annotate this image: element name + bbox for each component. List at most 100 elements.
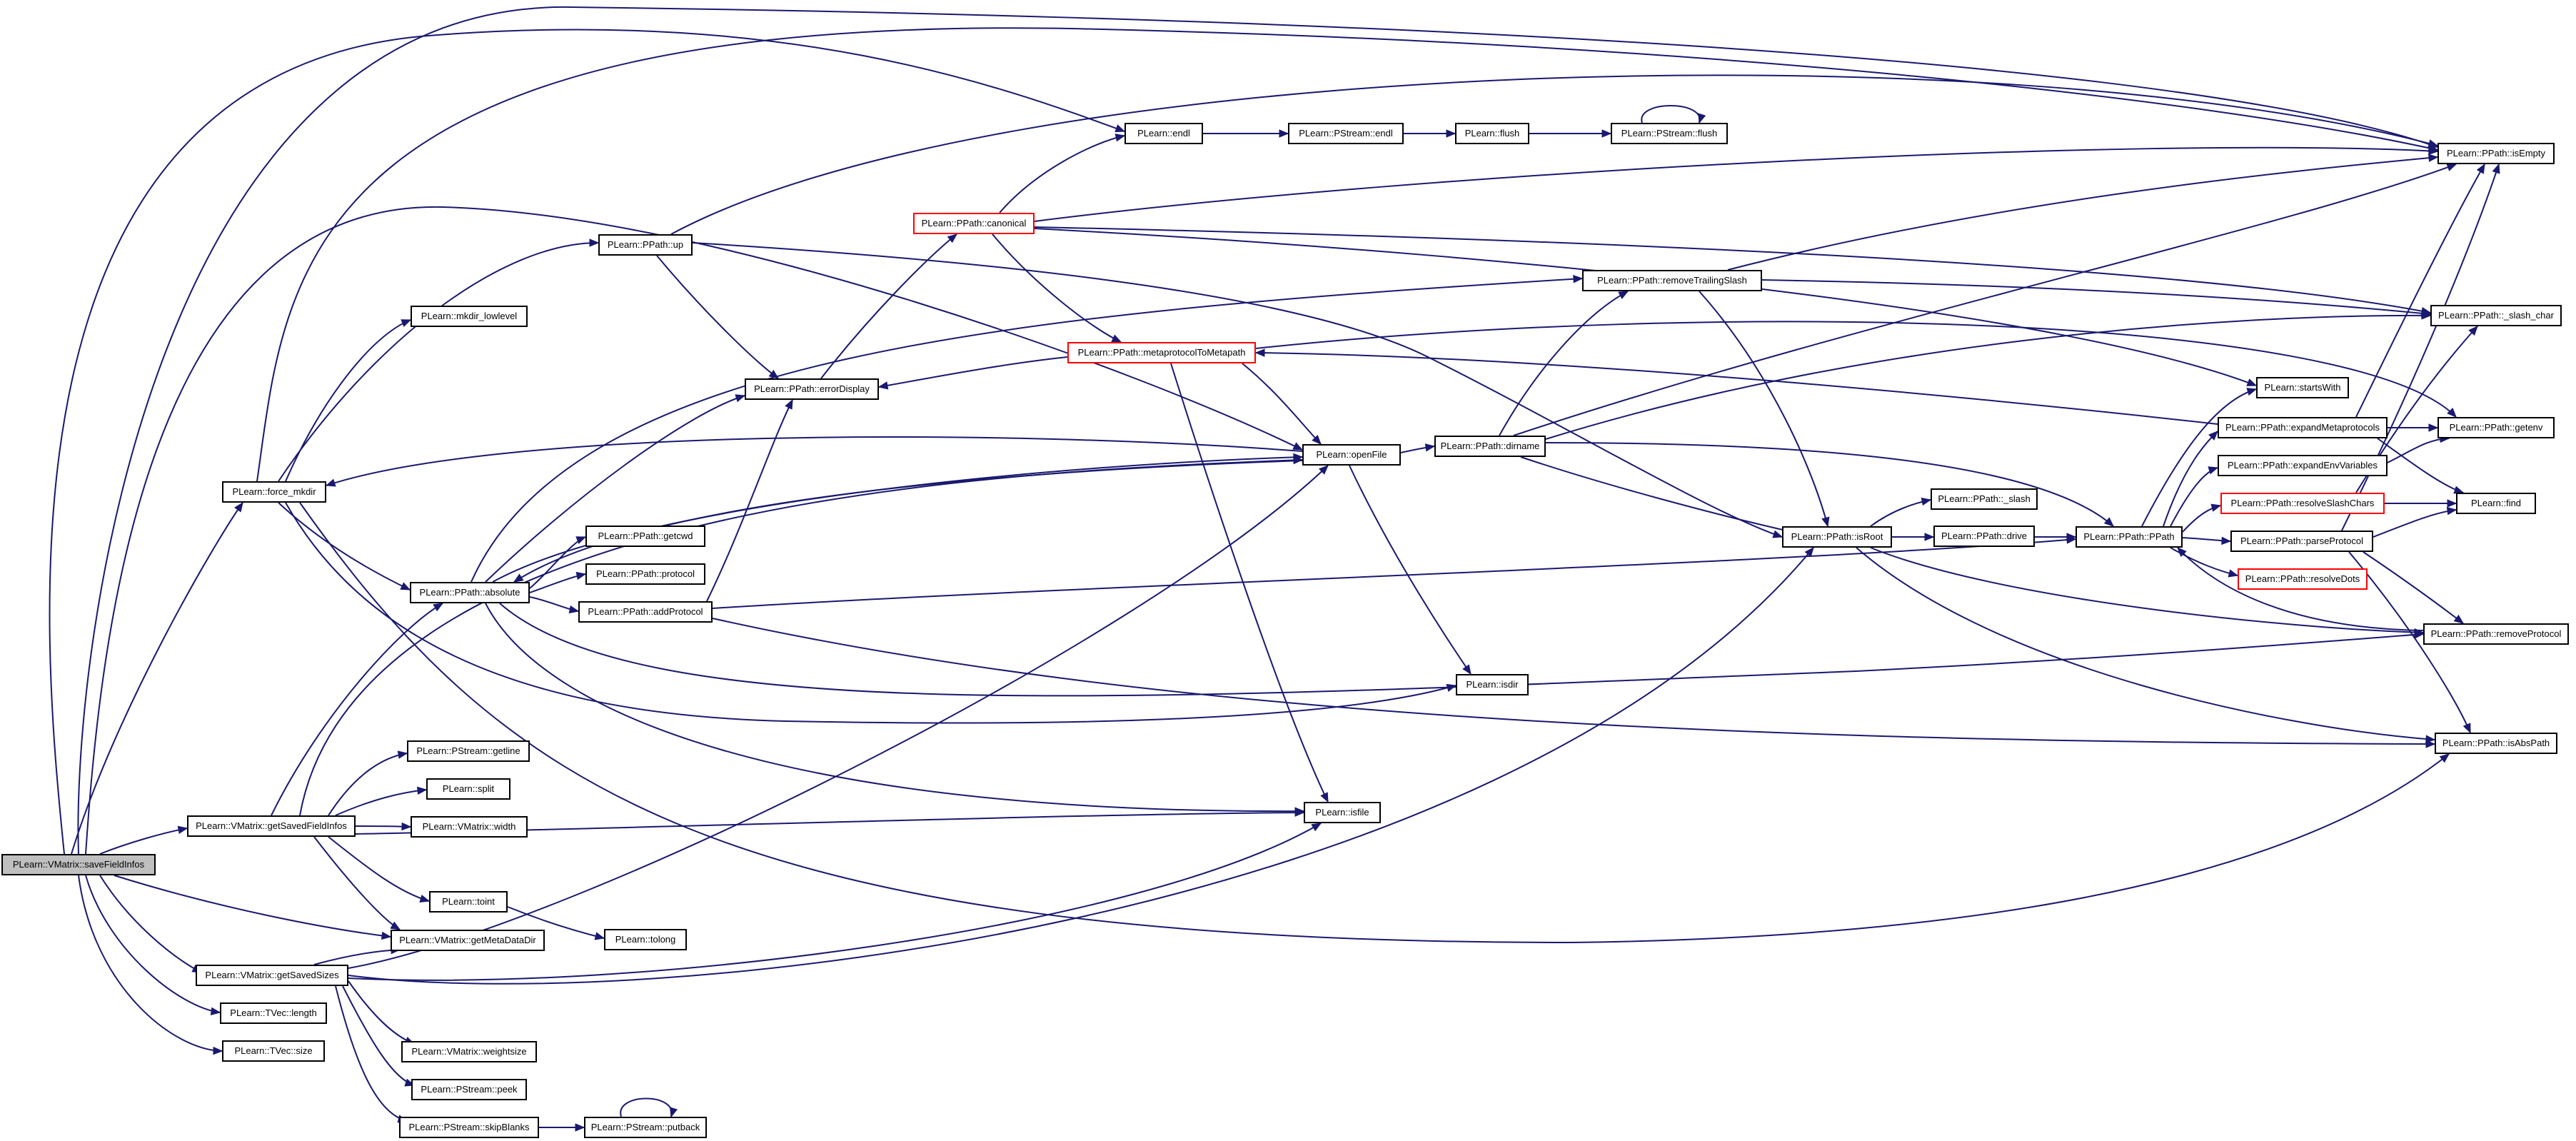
node-getmetadatadir[interactable]: PLearn::VMatrix::getMetaDataDir xyxy=(391,930,545,951)
edge-absolute-errordisplay xyxy=(485,395,745,583)
node-expandmetaprotocols[interactable]: PLearn::PPath::expandMetaprotocols xyxy=(2218,417,2388,438)
edge-errordisplay-canonical xyxy=(820,233,957,379)
node-metaprotocoltometapath[interactable]: PLearn::PPath::metaprotocolToMetapath xyxy=(1067,342,1256,363)
arrowhead-isroot-drive xyxy=(1924,533,1935,541)
arrowhead-ppath-expandmetaprotocols xyxy=(2208,431,2218,441)
edge-parseprotocol-find xyxy=(2373,509,2457,538)
edge-ppath-startswith xyxy=(2141,388,2257,527)
node-ppath-addprotocol[interactable]: PLearn::PPath::addProtocol xyxy=(578,601,713,623)
arrowhead-ppath-parseprotocol xyxy=(2221,536,2232,546)
edge-getsavedfieldinfos-split xyxy=(335,789,427,816)
arrowhead-removetrailingslash-isempty xyxy=(2428,154,2439,162)
node-ppath-protocol[interactable]: PLearn::PPath::protocol xyxy=(585,563,705,585)
node-skipblanks[interactable]: PLearn::PStream::skipBlanks xyxy=(399,1117,539,1138)
edge-getsavedsizes-getmetadatadir xyxy=(313,949,401,965)
node-pstream-endl[interactable]: PLearn::PStream::endl xyxy=(1288,123,1404,144)
node-pstream-flush[interactable]: PLearn::PStream::flush xyxy=(1611,123,1728,144)
arrowhead-ppath-up-isempty xyxy=(2427,139,2439,148)
edge-getsavedfieldinfos-openfile xyxy=(299,459,1303,816)
node-ppath-getcwd[interactable]: PLearn::PPath::getcwd xyxy=(585,526,705,547)
arrowhead-ppath-expandenvvariables xyxy=(2208,466,2219,475)
node-mkdir-lowlevel[interactable]: PLearn::mkdir_lowlevel xyxy=(411,306,528,327)
arrowhead-openfile-absolute xyxy=(513,573,524,583)
arrowhead-resolveslashchars-find xyxy=(2447,499,2457,508)
node-force-mkdir[interactable]: PLearn::force_mkdir xyxy=(222,481,326,503)
arrowhead-metaprotocoltometapath-errordisplay xyxy=(877,381,889,390)
edge-force-mkdir-mkdir-lowlevel xyxy=(285,319,411,482)
edge-absolute-removeprotocol xyxy=(499,603,2424,697)
node-vmatrix-width[interactable]: PLearn::VMatrix::width xyxy=(411,816,528,838)
edge-removetrailingslash-isempty xyxy=(1727,156,2438,271)
node-slash-char[interactable]: PLearn::PPath::_slash_char xyxy=(2430,305,2562,326)
node-endl[interactable]: PLearn::endl xyxy=(1125,123,1203,144)
arrowhead-ppath-resolvedots xyxy=(2228,569,2239,578)
node-dirname[interactable]: PLearn::PPath::dirname xyxy=(1434,436,1546,457)
node-startswith[interactable]: PLearn::startsWith xyxy=(2256,377,2349,398)
node-removeprotocol[interactable]: PLearn::PPath::removeProtocol xyxy=(2423,623,2569,645)
node-weightsize[interactable]: PLearn::VMatrix::weightsize xyxy=(401,1041,537,1062)
node-isdir[interactable]: PLearn::isdir xyxy=(1456,674,1529,695)
edge-savefieldinfos-tvec-size xyxy=(78,875,223,1052)
arrowhead-absolute-removetrailingslash xyxy=(1573,275,1584,283)
arrowhead-pstream-flush-self xyxy=(1698,113,1706,124)
edge-absolute-removetrailingslash xyxy=(471,278,1583,583)
arrowhead-ppath-resolveslashchars xyxy=(2210,503,2222,512)
arrowhead-parseprotocol-removeprotocol xyxy=(2453,614,2465,624)
arrowhead-ppath-up-isroot xyxy=(1772,530,1783,538)
node-tvec-size[interactable]: PLearn::TVec::size xyxy=(222,1040,325,1062)
edge-canonical-isempty xyxy=(1034,146,2438,222)
edge-parseprotocol-removeprotocol xyxy=(2363,551,2464,624)
arrowhead-expandmetaprotocols-getenv xyxy=(2428,423,2439,432)
edge-ppath-up-errordisplay xyxy=(656,255,779,379)
node-expandenvvariables[interactable]: PLearn::PPath::expandEnvVariables xyxy=(2218,455,2388,476)
node-isabspath[interactable]: PLearn::PPath::isAbsPath xyxy=(2435,733,2557,754)
arrowhead-dirname-removetrailingslash xyxy=(1618,291,1629,299)
node-ppath-slash[interactable]: PLearn::PPath::_slash xyxy=(1931,488,2038,510)
arrowhead-savefieldinfos-getsavedfieldinfos xyxy=(177,825,188,834)
node-pstream-peek[interactable]: PLearn::PStream::peek xyxy=(411,1079,527,1100)
arrowhead-parseprotocol-isempty xyxy=(2492,163,2500,174)
node-resolveslashchars[interactable]: PLearn::PPath::resolveSlashChars xyxy=(2220,493,2385,514)
node-getsavedsizes[interactable]: PLearn::VMatrix::getSavedSizes xyxy=(196,965,348,986)
edge-ppath-expandenvvariables xyxy=(2170,467,2218,527)
node-isfile[interactable]: PLearn::isfile xyxy=(1304,802,1381,823)
node-errordisplay[interactable]: PLearn::PPath::errorDisplay xyxy=(745,378,879,400)
arrowhead-metaprotocoltometapath-isfile xyxy=(1320,792,1329,803)
node-openfile[interactable]: PLearn::openFile xyxy=(1302,444,1401,466)
node-ppath-absolute[interactable]: PLearn::PPath::absolute xyxy=(410,582,530,603)
edge-parseprotocol-isabspath xyxy=(2348,551,2471,733)
node-canonical[interactable]: PLearn::PPath::canonical xyxy=(913,213,1035,234)
arrowhead-force-mkdir-ppath-up xyxy=(589,238,600,247)
edge-addprotocol-errordisplay xyxy=(706,399,793,602)
node-ppath-ppath[interactable]: PLearn::PPath::PPath xyxy=(2076,526,2183,548)
node-tvec-length[interactable]: PLearn::TVec::length xyxy=(220,1002,327,1024)
node-find[interactable]: PLearn::find xyxy=(2456,493,2536,514)
arrowhead-toint-tolong xyxy=(594,932,605,940)
edge-isroot-ppath-slash xyxy=(1870,499,1931,527)
edge-isroot-removeprotocol xyxy=(1870,547,2424,633)
arrowhead-resolveslashchars-slash-char xyxy=(2468,326,2478,336)
node-parseprotocol[interactable]: PLearn::PPath::parseProtocol xyxy=(2230,531,2373,552)
node-resolvedots[interactable]: PLearn::PPath::resolveDots xyxy=(2238,568,2368,590)
node-split[interactable]: PLearn::split xyxy=(426,778,510,800)
arrowhead-dirname-isempty xyxy=(2446,164,2457,171)
node-ppath-up[interactable]: PLearn::PPath::up xyxy=(598,234,693,256)
arrowhead-removetrailingslash-isroot xyxy=(1821,516,1830,528)
node-drive[interactable]: PLearn::PPath::drive xyxy=(1933,526,2035,547)
node-toint[interactable]: PLearn::toint xyxy=(429,891,508,913)
node-getenv[interactable]: PLearn::PPath::getenv xyxy=(2437,417,2555,438)
node-flush[interactable]: PLearn::flush xyxy=(1455,123,1529,144)
node-isempty[interactable]: PLearn::PPath::isEmpty xyxy=(2437,143,2555,164)
edge-dirname-slash-char xyxy=(1545,314,2431,440)
node-isroot[interactable]: PLearn::PPath::isRoot xyxy=(1782,526,1892,548)
arrowhead-force-mkdir-ppath-absolute xyxy=(400,582,411,590)
node-putback[interactable]: PLearn::PStream::putback xyxy=(584,1117,707,1138)
arrowhead-skipblanks-putback xyxy=(575,1123,585,1132)
node-tolong[interactable]: PLearn::tolong xyxy=(604,929,687,950)
arrowhead-canonical-metaprotocoltometapath xyxy=(1111,334,1122,343)
arrowhead-absolute-addprotocol xyxy=(568,605,580,614)
node-pstream-getline[interactable]: PLearn::PStream::getline xyxy=(407,740,530,762)
node-getsavedfieldinfos[interactable]: PLearn::VMatrix::getSavedFieldInfos xyxy=(187,815,356,837)
node-removetrailingslash[interactable]: PLearn::PPath::removeTrailingSlash xyxy=(1582,270,1762,291)
